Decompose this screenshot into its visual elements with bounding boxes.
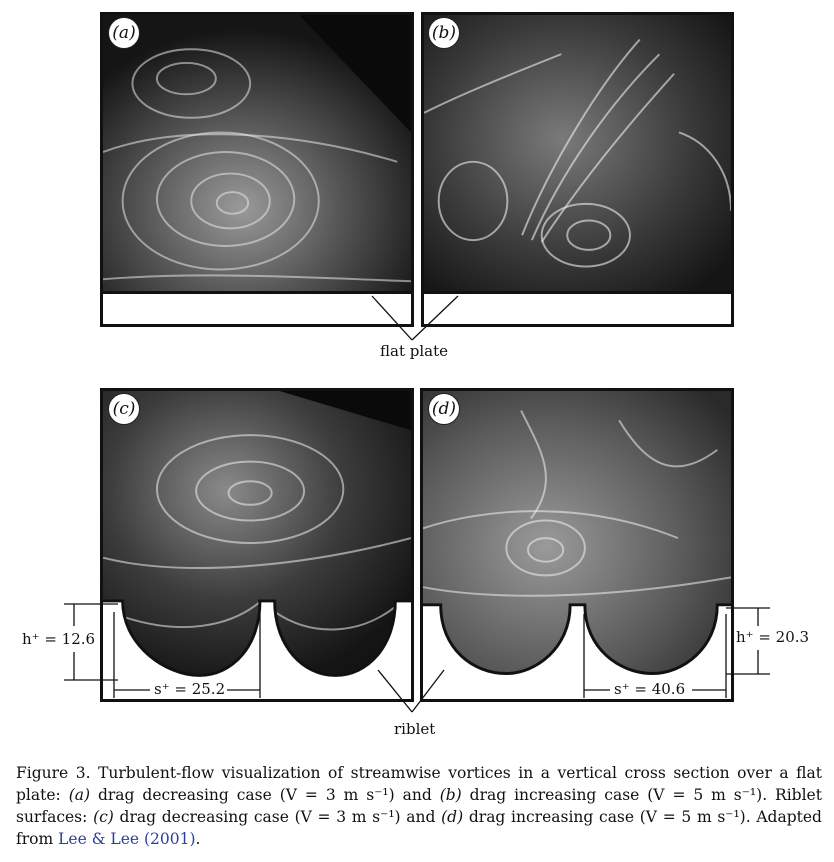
caption-text-b: drag increasing case (V = 5 m s⁻¹). Ribl… (16, 786, 822, 826)
caption-tag-c: (c) (93, 808, 114, 826)
flat-plate-label: flat plate (380, 342, 448, 360)
panel-c-image (100, 388, 414, 702)
caption-text-c: drag decreasing case (V = 3 m s⁻¹) and (119, 808, 436, 826)
panel-c-label: (c) (108, 393, 140, 425)
s-plus-right-label: s⁺ = 40.6 (612, 680, 688, 698)
caption-text-a: drag decreasing case (V = 3 m s⁻¹) and (97, 786, 432, 804)
flat-plate-b (421, 291, 734, 327)
caption-tag-d: (d) (441, 808, 464, 826)
caption-figure-number: Figure 3. (16, 764, 91, 782)
caption-tag-a: (a) (68, 786, 91, 804)
s-plus-left-label: s⁺ = 25.2 (152, 680, 228, 698)
flat-plate-a (100, 291, 414, 327)
panel-d-image (420, 388, 734, 702)
caption-text-d: drag increasing case (V = 5 m s⁻¹). Adap… (16, 808, 822, 848)
caption-reference-link[interactable]: Lee & Lee (2001) (58, 830, 196, 848)
panel-a-image (100, 12, 414, 294)
figure-caption: Figure 3. Turbulent-flow visualization o… (16, 762, 822, 850)
h-plus-right-label: h⁺ = 20.3 (736, 628, 810, 646)
panel-d-label: (d) (428, 393, 460, 425)
h-plus-left-label: h⁺ = 12.6 (22, 630, 96, 648)
panel-b-image (421, 12, 734, 294)
panel-a-label: (a) (108, 17, 140, 49)
caption-intro: Turbulent-flow visualization of streamwi… (16, 764, 822, 804)
caption-end: . (195, 830, 201, 848)
riblet-label: riblet (394, 720, 436, 738)
panel-b-label: (b) (428, 17, 460, 49)
caption-tag-b: (b) (439, 786, 462, 804)
